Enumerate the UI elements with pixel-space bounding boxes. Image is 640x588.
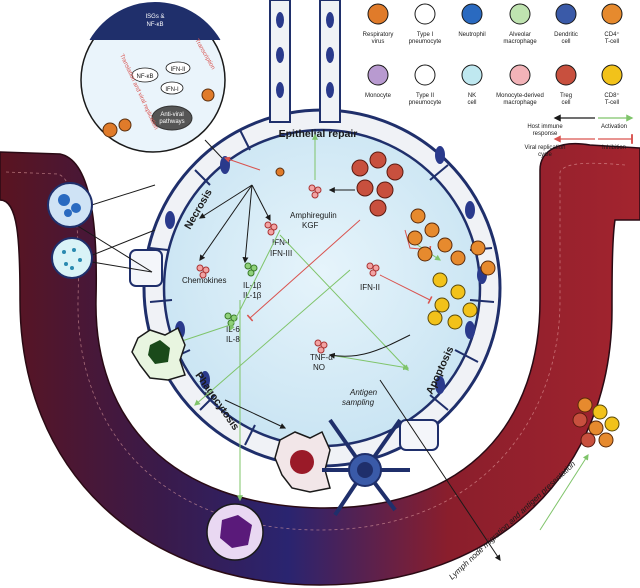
ifn1-label: IFN-I: [272, 238, 290, 247]
treg-icon: [555, 64, 577, 86]
airway: [269, 0, 341, 123]
infected-cell-inset: ISGs & NF-κB NF-κB IFN-II IFN-I Anti-vir…: [80, 2, 226, 159]
type1-pneumocyte-icon: [414, 3, 436, 25]
virus-icon: [102, 88, 215, 138]
legend-label: Monocyte: [365, 93, 392, 99]
nk-cell: [51, 237, 93, 279]
treg-cells: [351, 151, 404, 217]
cd8-tcell-icon: [601, 64, 623, 86]
dendritic-cell-icon: [555, 3, 577, 25]
cd4-tcell-icon: [601, 3, 623, 25]
neutrophil-icon: [461, 3, 483, 25]
legend-label: CD4⁺T-cell: [604, 31, 619, 45]
tnfa-label: TNF-α: [310, 353, 333, 362]
il8-label: IL-8: [226, 335, 240, 344]
dendritic-cell: [322, 418, 410, 517]
ifn3-label: IFN-III: [270, 249, 292, 258]
legend-label: CD8⁺T-cell: [604, 92, 619, 106]
virus-icon: [275, 167, 285, 177]
nk-cell-icon: [461, 64, 483, 86]
chemokines-label: Chemokines: [182, 276, 226, 285]
amphiregulin-label: Amphiregulin: [290, 211, 337, 220]
no-label: NO: [313, 363, 325, 372]
neutrophil: [47, 182, 93, 228]
cytokine-clusters: [196, 184, 380, 354]
monocyte: [206, 503, 264, 561]
blood-vessel: [0, 143, 640, 586]
nfkb-top-label: NF-κB: [147, 22, 164, 28]
cd8-t-cells: [427, 272, 478, 330]
inset-ifn-i: IFN-I: [165, 87, 179, 93]
alveolar-macrophage-icon: [509, 3, 531, 25]
il6-label: IL-6: [226, 325, 240, 334]
alveolar-macrophage: [131, 326, 186, 381]
il1b-label-b: IL-1β: [243, 291, 262, 300]
legend-label: Neutrophil: [458, 32, 485, 38]
ifn2-label: IFN-II: [360, 283, 380, 292]
legend-inhibition-label: Inhibition: [602, 145, 626, 151]
type2-pneumocyte-icon: [414, 64, 436, 86]
virus-icon: [367, 3, 389, 25]
epithelial-repair-label: Epithelial repair: [279, 128, 358, 140]
cd4-t-cells: [407, 208, 496, 276]
legend-activation-label: Activation: [601, 124, 627, 130]
kgf-label: KGF: [302, 221, 319, 230]
tcell-cluster-vessel: [572, 397, 620, 448]
mdm-icon: [509, 64, 531, 86]
monocyte-icon: [367, 64, 389, 86]
inset-nfkb: NF-κB: [137, 74, 154, 80]
isgs-label: ISGs &: [145, 14, 164, 20]
monocyte-derived-macrophage: [274, 430, 331, 493]
inset-ifn-ii: IFN-II: [171, 67, 186, 73]
